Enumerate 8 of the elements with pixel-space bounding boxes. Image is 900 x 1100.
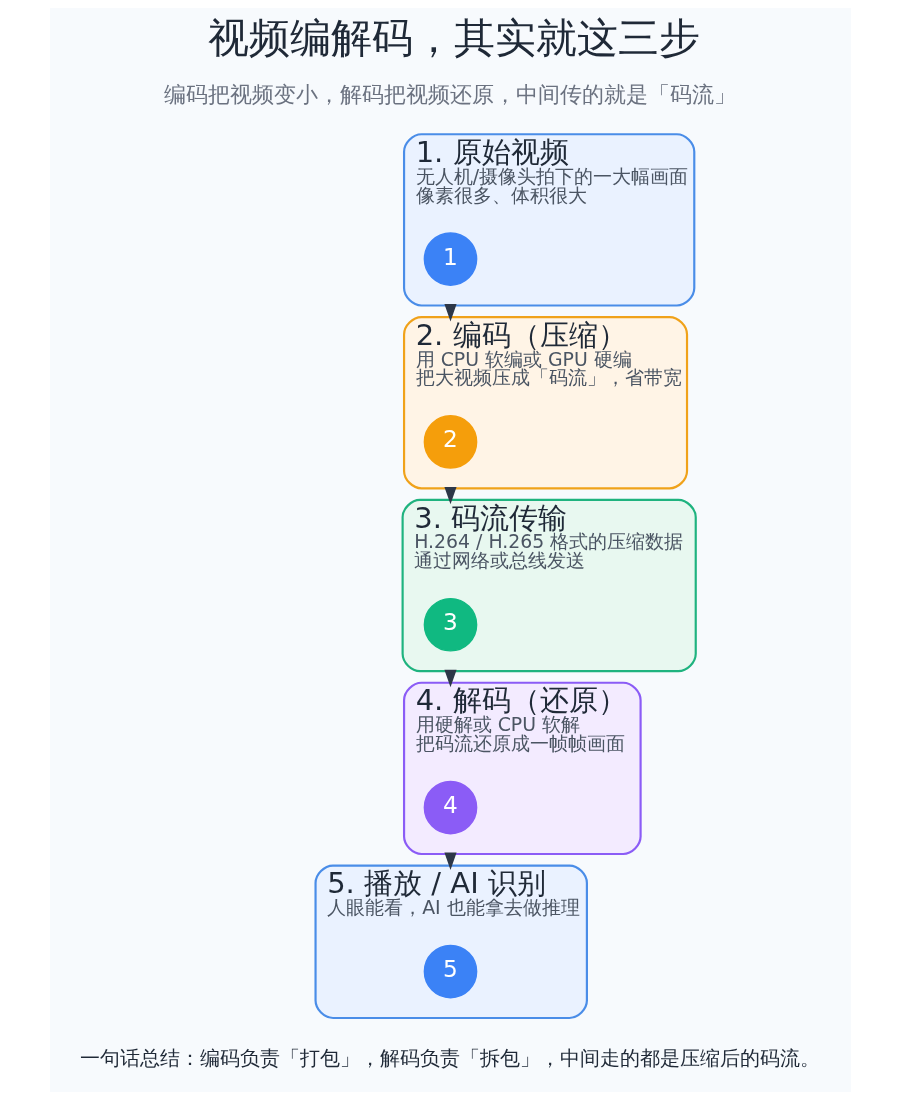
node-circle: 4 xyxy=(423,780,477,835)
node-circle: 1 xyxy=(423,232,477,286)
label: 编码把视频变小，解码把视频还原，中间传的就是「码流」 xyxy=(164,81,736,107)
node-circle: 3 xyxy=(423,597,477,652)
diagram-title: 视频编解码，其实就这三步 xyxy=(207,14,700,63)
node-circle: 2 xyxy=(423,415,477,469)
caption: 一句话总结：编码负责「打包」，解码负责「拆包」，中间走的都是压缩后的码流。 xyxy=(80,1046,820,1071)
node-circle: 5 xyxy=(423,944,477,999)
